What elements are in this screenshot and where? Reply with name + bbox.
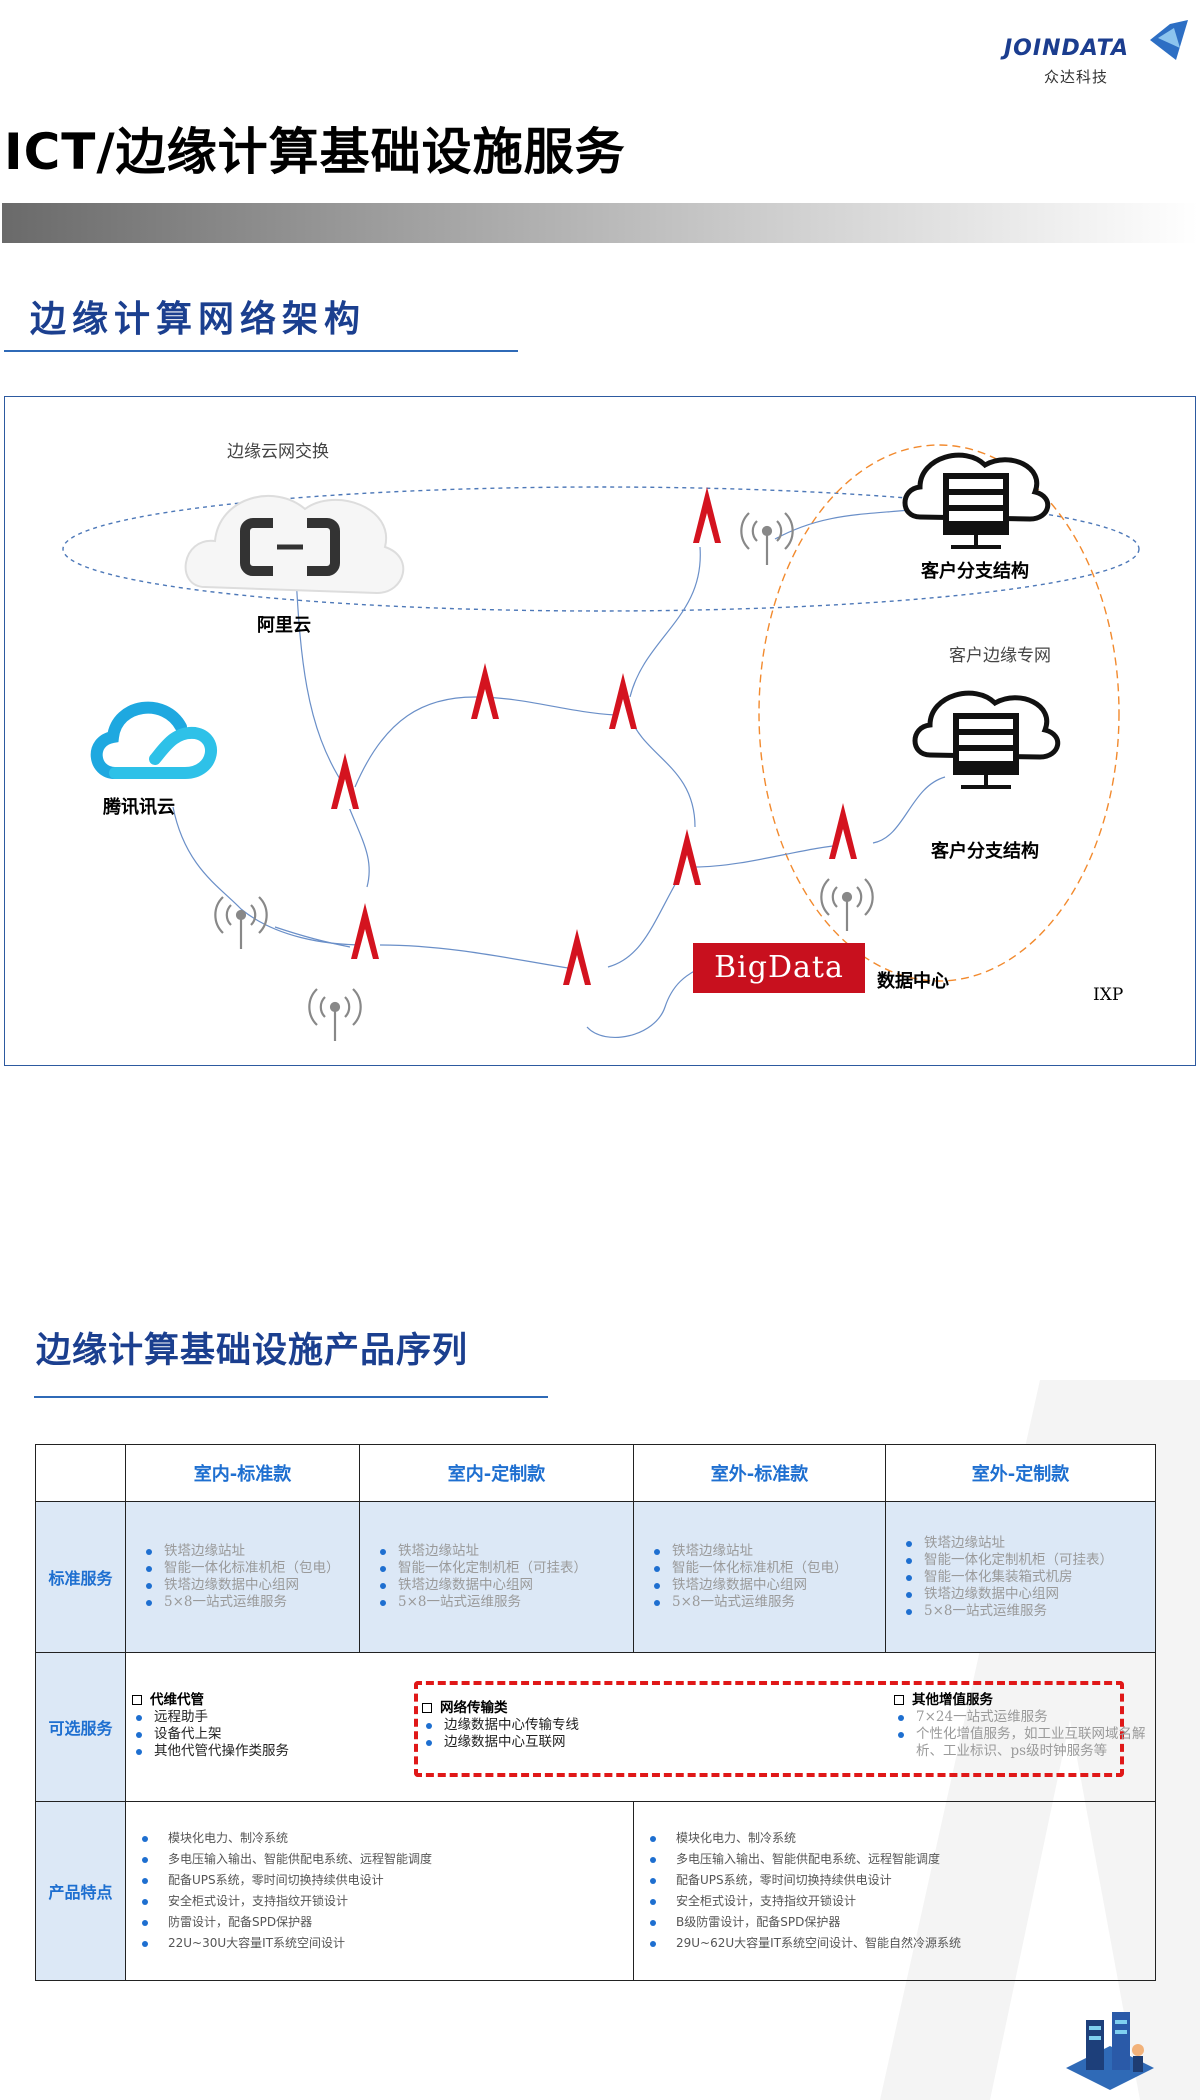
brand-name-cn: 众达科技 <box>1044 68 1109 86</box>
list-item: 29U~62U大容量IT系统空间设计、智能自然冷源系统 <box>648 1933 1149 1954</box>
tencent-label: 腾讯讯云 <box>103 797 175 818</box>
bigdata-badge: BigData <box>693 943 865 993</box>
table-header-row: 室内-标准款 室内-定制款 室外-标准款 室外-定制款 <box>35 1444 1156 1502</box>
list-item: 模块化电力、制冷系统 <box>140 1828 627 1849</box>
list-item: 5×8一站式运维服务 <box>378 1594 623 1611</box>
optional-group-maintenance: 代维代管 远程助手 设备代上架 其他代管代操作类服务 <box>126 1691 289 1760</box>
edge-cloud-boundary <box>62 486 1140 612</box>
group-title: 其他增值服务 <box>888 1691 1168 1709</box>
list-item: 模块化电力、制冷系统 <box>648 1828 1149 1849</box>
table-cell: 铁塔边缘站址 智能一体化定制机柜（可挂表） 铁塔边缘数据中心组网 5×8一站式运… <box>359 1501 634 1653</box>
group-title: 网络传输类 <box>416 1699 579 1717</box>
page-title: ICT/边缘计算基础设施服务 <box>4 123 626 181</box>
list-item: 安全柜式设计，支持指纹开锁设计 <box>648 1891 1149 1912</box>
customer-edge-private-line-label: 客户边缘专网 <box>949 646 1051 666</box>
title-gradient-bar <box>2 203 1198 243</box>
optional-group-network: 网络传输类 边缘数据中心传输专线 边缘数据中心互联网 <box>416 1699 579 1751</box>
section-title-products: 边缘计算基础设施产品序列 <box>36 1331 469 1371</box>
wireless-icons <box>214 512 874 1041</box>
table-corner-cell <box>35 1444 126 1502</box>
table-cell: 铁塔边缘站址 智能一体化标准机柜（包电） 铁塔边缘数据中心组网 5×8一站式运维… <box>125 1501 360 1653</box>
row-header: 标准服务 <box>35 1501 126 1653</box>
table-cell: 代维代管 远程助手 设备代上架 其他代管代操作类服务 网络传输类 边缘数据中心传… <box>125 1652 1156 1802</box>
list-item: B级防雷设计，配备SPD保护器 <box>648 1912 1149 1933</box>
list-item: 铁塔边缘数据中心组网 <box>378 1577 623 1594</box>
list-item: 防雷设计，配备SPD保护器 <box>140 1912 627 1933</box>
list-item: 智能一体化定制机柜（可挂表） <box>904 1552 1145 1569</box>
list-item: 铁塔边缘站址 <box>652 1543 875 1560</box>
list-item: 铁塔边缘数据中心组网 <box>652 1577 875 1594</box>
customer-edge-boundary <box>758 444 1120 982</box>
list-item: 多电压输入输出、智能供配电系统、远程智能调度 <box>648 1849 1149 1870</box>
table-row-optional: 可选服务 代维代管 远程助手 设备代上架 其他代管代操作类服务 网络传输类 边缘… <box>35 1652 1156 1802</box>
list-item: 其他代管代操作类服务 <box>134 1743 289 1760</box>
logo-mark-icon <box>1150 20 1188 60</box>
customer-branch-label-top: 客户分支结构 <box>921 561 1029 582</box>
section-title-network: 边缘计算网络架构 <box>30 299 367 340</box>
brand-logo: JOINDATA 众达科技 <box>1000 14 1190 86</box>
column-header: 室内-定制款 <box>359 1444 634 1502</box>
table-cell: 铁塔边缘站址 智能一体化标准机柜（包电） 铁塔边缘数据中心组网 5×8一站式运维… <box>633 1501 886 1653</box>
section-divider <box>4 350 518 352</box>
datacenter-label: 数据中心 <box>877 971 949 992</box>
list-item: 铁塔边缘数据中心组网 <box>144 1577 349 1594</box>
column-header: 室内-标准款 <box>125 1444 360 1502</box>
brand-name-en: JOINDATA <box>1004 36 1129 61</box>
list-item: 边缘数据中心互联网 <box>424 1734 579 1751</box>
list-item: 多电压输入输出、智能供配电系统、远程智能调度 <box>140 1849 627 1870</box>
tencent-cloud-icon <box>90 701 217 779</box>
row-header: 可选服务 <box>35 1652 126 1802</box>
column-header: 室外-定制款 <box>885 1444 1156 1502</box>
list-item: 设备代上架 <box>134 1726 289 1743</box>
product-series-table: 室内-标准款 室内-定制款 室外-标准款 室外-定制款 标准服务 铁塔边缘站址 … <box>35 1444 1156 1981</box>
list-item: 远程助手 <box>134 1709 289 1726</box>
table-cell: 模块化电力、制冷系统 多电压输入输出、智能供配电系统、远程智能调度 配备UPS系… <box>125 1801 634 1981</box>
list-item: 5×8一站式运维服务 <box>144 1594 349 1611</box>
list-item: 安全柜式设计，支持指纹开锁设计 <box>140 1891 627 1912</box>
column-header: 室外-标准款 <box>633 1444 886 1502</box>
aliyun-label: 阿里云 <box>257 615 311 636</box>
tower-icons <box>331 487 857 985</box>
list-item: 边缘数据中心传输专线 <box>424 1717 579 1734</box>
ixp-label: IXP <box>1093 985 1124 1005</box>
aliyun-cloud-icon <box>184 494 405 595</box>
table-row-standard: 标准服务 铁塔边缘站址 智能一体化标准机柜（包电） 铁塔边缘数据中心组网 5×8… <box>35 1501 1156 1653</box>
list-item: 个性化增值服务，如工业互联网域名解析、工业标识、ps级时钟服务等 <box>896 1726 1168 1760</box>
list-item: 智能一体化标准机柜（包电） <box>144 1560 349 1577</box>
list-item: 22U~30U大容量IT系统空间设计 <box>140 1933 627 1954</box>
group-title: 代维代管 <box>126 1691 289 1709</box>
table-cell: 铁塔边缘站址 智能一体化定制机柜（可挂表） 智能一体化集装箱式机房 铁塔边缘数据… <box>885 1501 1156 1653</box>
optional-group-valueadded: 其他增值服务 7×24一站式运维服务 个性化增值服务，如工业互联网域名解析、工业… <box>888 1691 1168 1760</box>
list-item: 配备UPS系统，零时间切换持续供电设计 <box>648 1870 1149 1891</box>
list-item: 智能一体化集装箱式机房 <box>904 1569 1145 1586</box>
list-item: 7×24一站式运维服务 <box>896 1709 1168 1726</box>
row-header: 产品特点 <box>35 1801 126 1981</box>
list-item: 智能一体化定制机柜（可挂表） <box>378 1560 623 1577</box>
highlight-dashed-box <box>414 1681 1124 1777</box>
list-item: 5×8一站式运维服务 <box>904 1603 1145 1620</box>
list-item: 铁塔边缘站址 <box>144 1543 349 1560</box>
customer-server-icon-top <box>902 452 1050 549</box>
list-item: 铁塔边缘数据中心组网 <box>904 1586 1145 1603</box>
list-item: 配备UPS系统，零时间切换持续供电设计 <box>140 1870 627 1891</box>
list-item: 铁塔边缘站址 <box>378 1543 623 1560</box>
section-divider <box>34 1396 548 1398</box>
list-item: 智能一体化标准机柜（包电） <box>652 1560 875 1577</box>
customer-server-icon-bottom <box>912 690 1060 789</box>
network-diagram: 边缘云网交换 阿里云 腾讯讯云 客户分支结构 客户边缘专网 客户分支结构 Big… <box>4 396 1196 1066</box>
network-diagram-canvas <box>62 444 1140 1041</box>
customer-branch-label-bottom: 客户分支结构 <box>931 841 1039 862</box>
list-item: 5×8一站式运维服务 <box>652 1594 875 1611</box>
table-row-features: 产品特点 模块化电力、制冷系统 多电压输入输出、智能供配电系统、远程智能调度 配… <box>35 1801 1156 1981</box>
table-cell: 模块化电力、制冷系统 多电压输入输出、智能供配电系统、远程智能调度 配备UPS系… <box>633 1801 1156 1981</box>
list-item: 铁塔边缘站址 <box>904 1535 1145 1552</box>
edge-cloud-exchange-label: 边缘云网交换 <box>227 442 329 462</box>
server-room-illustration-icon <box>1066 2012 1154 2090</box>
